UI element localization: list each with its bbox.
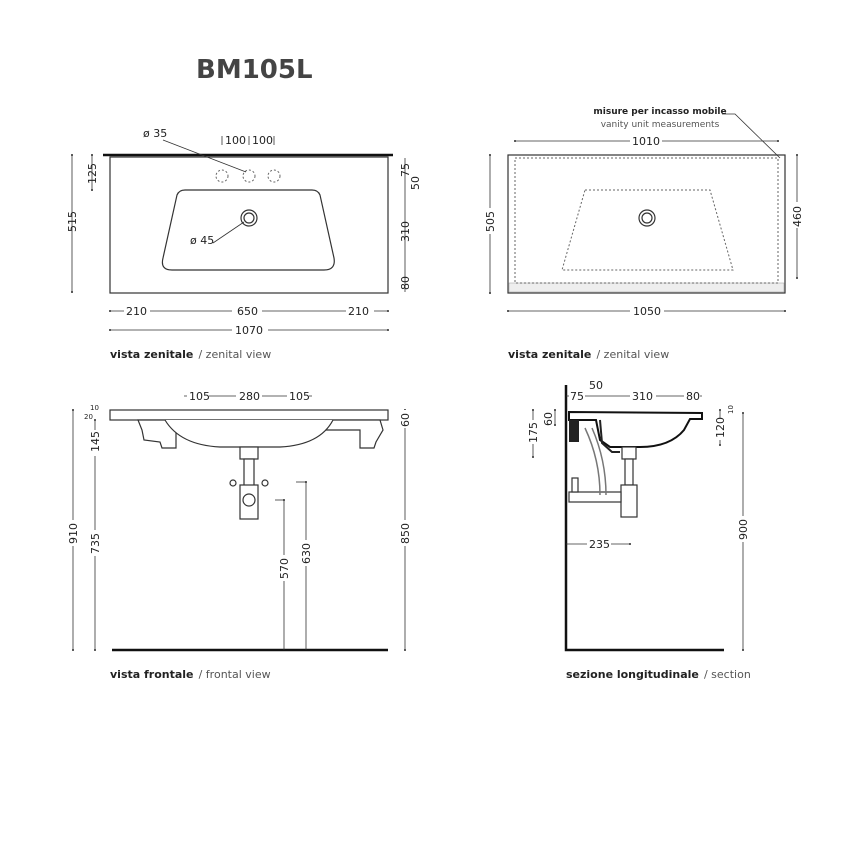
hole-diameter: ø 35 xyxy=(143,127,167,140)
dim-top: 310 xyxy=(632,390,653,403)
dim-right-height: 850 xyxy=(399,523,412,544)
top-view: ø 35 ø 45 100 100 515 125 75 50 310 80 2… xyxy=(66,127,422,362)
dim-right: 80 xyxy=(399,276,412,290)
vanity-note-en: vanity unit measurements xyxy=(601,120,720,130)
dim-total-height: 910 xyxy=(67,523,80,544)
view-label: sezione longitudinale xyxy=(566,668,699,681)
drain-diameter: ø 45 xyxy=(190,234,214,247)
svg-text:vista frontale / frontal view: vista frontale / frontal view xyxy=(110,663,271,682)
dim-inner-depth: 460 xyxy=(791,206,804,227)
slab xyxy=(109,409,389,421)
section-view: 75 50 310 80 175 60 120 10 900 235 sezio… xyxy=(526,379,751,682)
dim-120: 120 xyxy=(714,417,727,438)
dim-small: 10 xyxy=(90,404,99,412)
basin-bowl-outline xyxy=(561,189,734,271)
dim-top: 80 xyxy=(686,390,700,403)
view-label-en: / section xyxy=(704,668,751,681)
view-label-en: / zenital view xyxy=(198,348,271,361)
basin-bowl xyxy=(161,189,335,271)
tap-hole-icon xyxy=(215,169,229,183)
dim-depth-total: 515 xyxy=(66,211,79,232)
bowl-profile xyxy=(164,419,334,448)
dim-right: 50 xyxy=(409,176,422,190)
dim-under: 735 xyxy=(89,533,102,554)
basin-section xyxy=(568,410,703,448)
svg-text:vista zenitale / zenital view: vista zenitale / zenital view xyxy=(508,343,669,362)
view-label: vista frontale xyxy=(110,668,194,681)
svg-text:sezione longitudinale / sectio: sezione longitudinale / section xyxy=(566,663,751,682)
dim-tap-offset: 125 xyxy=(86,163,99,184)
tap-hole-icon xyxy=(242,169,256,183)
vanity-view: misure per incasso mobile vanity unit me… xyxy=(483,107,804,362)
dim-outer-depth: 505 xyxy=(484,211,497,232)
vanity-note: misure per incasso mobile xyxy=(593,107,726,117)
front-view: 105 280 105 20 10 910 145 735 60 850 570… xyxy=(66,389,412,682)
dim-right: 75 xyxy=(399,163,412,177)
dim-small: 20 xyxy=(84,413,93,421)
dim-10: 10 xyxy=(727,405,735,414)
dim-bottom: 650 xyxy=(237,305,258,318)
view-label-en: / zenital view xyxy=(596,348,669,361)
drain-icon xyxy=(621,446,637,460)
product-title: BM105L xyxy=(196,55,313,85)
view-label: vista zenitale xyxy=(508,348,591,361)
dim-top: 105 xyxy=(189,390,210,403)
view-label: vista zenitale xyxy=(110,348,193,361)
dim-outer-width: 1050 xyxy=(633,305,661,318)
dim-bracket: 145 xyxy=(89,431,102,452)
dim-inner-width: 1010 xyxy=(632,135,660,148)
dim-top: 280 xyxy=(239,390,260,403)
dim-235: 235 xyxy=(589,538,610,551)
svg-text:vista zenitale / zenital view: vista zenitale / zenital view xyxy=(110,343,271,362)
supply-hoses xyxy=(584,427,607,496)
vanity-inner xyxy=(514,157,779,284)
dim-60: 60 xyxy=(542,412,555,426)
dim-top: 105 xyxy=(289,390,310,403)
dim-width-total: 1070 xyxy=(235,324,263,337)
view-label-en: / frontal view xyxy=(199,668,271,681)
dim-bottom: 210 xyxy=(126,305,147,318)
drain-icon xyxy=(239,446,259,460)
dim-tap-spacing: 100 xyxy=(252,134,273,147)
trap-icon xyxy=(620,484,638,518)
dim-thickness: 60 xyxy=(399,413,412,427)
dim-630: 630 xyxy=(300,543,313,564)
dim-top: 50 xyxy=(589,379,603,392)
tap-hole-icon xyxy=(267,169,281,183)
wall-floor xyxy=(564,385,724,652)
dim-right: 310 xyxy=(399,221,412,242)
dim-bottom: 210 xyxy=(348,305,369,318)
dim-570: 570 xyxy=(278,558,291,579)
dim-175: 175 xyxy=(527,422,540,443)
dim-900: 900 xyxy=(737,519,750,540)
dim-tap-spacing: 100 xyxy=(225,134,246,147)
dim-top: 75 xyxy=(570,390,584,403)
